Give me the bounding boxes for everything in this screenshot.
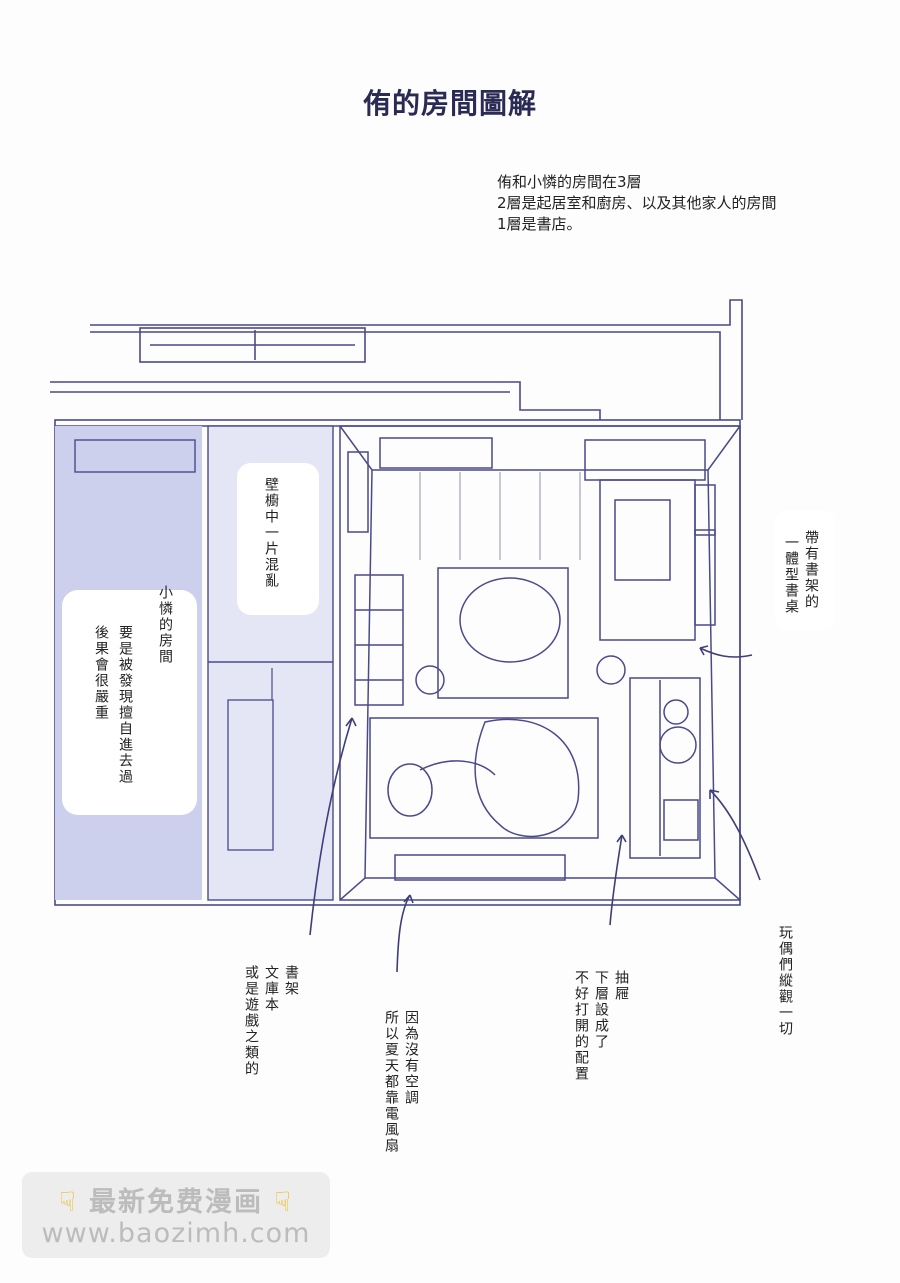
- ren-room-callout: 小憐的房間: [157, 585, 173, 665]
- intro-line: 2層是起居室和廚房、以及其他家人的房間: [497, 194, 777, 212]
- shelf-callout: 文庫本: [263, 965, 279, 1013]
- page-title: 侑的房間圖解: [362, 87, 537, 120]
- shelf-callout: 或是遊戲之類的: [243, 965, 259, 1077]
- intro-text: 侑和小憐的房間在3層 2層是起居室和廚房、以及其他家人的房間 1層是書店。: [497, 172, 777, 235]
- watermark-line1: ☟ 最新免费漫画 ☟: [59, 1187, 293, 1218]
- desk-callout: 一體型書桌: [783, 535, 799, 615]
- pointing-down-hand-icon: ☟: [274, 1187, 293, 1218]
- drawer-callout: 下層設成了: [593, 970, 609, 1050]
- fan-callout: 因為沒有空調: [403, 1010, 419, 1106]
- ren-room-callout: 後果會很嚴重: [93, 625, 109, 721]
- ren-room-callout: 要是被發現擅自進去過: [117, 625, 133, 785]
- watermark: ☟ 最新免费漫画 ☟ www.baozimh.com: [22, 1172, 330, 1258]
- intro-line: 侑和小憐的房間在3層: [497, 173, 642, 191]
- desk-callout: 帶有書架的: [803, 530, 819, 610]
- pointing-down-hand-icon: ☟: [59, 1187, 78, 1218]
- shelf-callout: 書架: [283, 965, 299, 997]
- intro-line: 1層是書店。: [497, 215, 582, 233]
- fan-callout: 所以夏天都靠電風扇: [383, 1010, 399, 1154]
- drawer-callout: 不好打開的配置: [573, 970, 589, 1082]
- drawer-callout: 抽屜: [613, 970, 629, 1002]
- closet-callout: 壁櫥中一片混亂: [263, 477, 279, 589]
- dolls-callout: 玩偶們縱觀一切: [777, 925, 793, 1037]
- watermark-line2: www.baozimh.com: [41, 1218, 311, 1249]
